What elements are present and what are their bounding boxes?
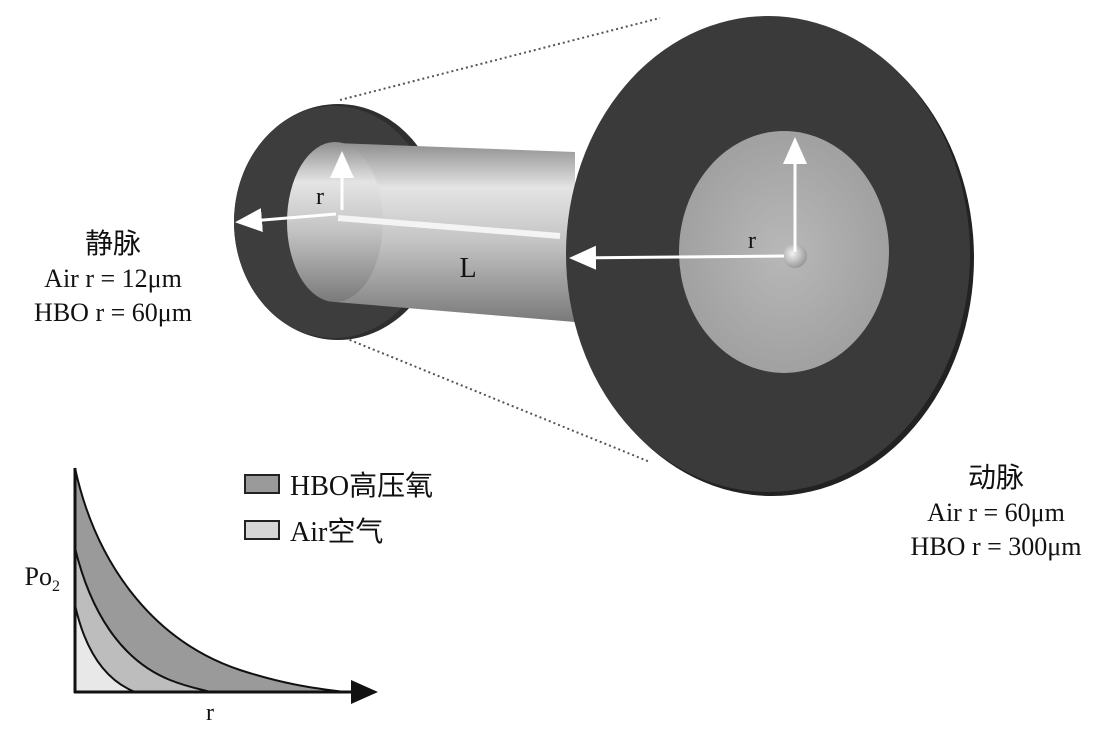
tissue-cylinder <box>335 143 575 322</box>
legend-hbo: HBO高压氧 <box>244 464 433 504</box>
vein-air-radius: Air r = 12μm <box>44 264 182 293</box>
vein-radius-label: r <box>316 184 324 210</box>
po2-graph <box>73 467 378 704</box>
capillary-line <box>337 215 561 239</box>
graph-ylabel-text: Po <box>24 562 52 591</box>
hbo-curve <box>74 467 346 693</box>
air-curve <box>74 604 136 693</box>
length-label: L <box>459 253 477 284</box>
mid-curve <box>74 547 211 693</box>
graph-xlabel: r <box>206 700 214 726</box>
legend-air-label: Air空气 <box>290 517 384 548</box>
air-curve-area <box>75 605 135 692</box>
vein-hbo-radius: HBO r = 60μm <box>34 298 192 327</box>
artery-title: 动脉 <box>967 463 1024 494</box>
cylinder-end-cap <box>287 142 383 302</box>
vein-label-block: 静脉 Air r = 12μm HBO r = 60μm <box>8 228 218 330</box>
artery-label-block: 动脉 Air r = 60μm HBO r = 300μm <box>888 462 1104 564</box>
vein-title: 静脉 <box>84 229 141 260</box>
artery-air-radius: Air r = 60μm <box>927 498 1065 527</box>
artery-radius-label: r <box>748 228 756 254</box>
mid-curve-area <box>75 548 210 692</box>
legend-hbo-swatch <box>244 474 280 494</box>
artery-capillary-dot <box>783 244 807 268</box>
graph-ylabel-sub: 2 <box>52 578 60 596</box>
artery-pointer-arrow <box>569 245 785 270</box>
graph-ylabel: Po2 <box>0 560 60 604</box>
legend-air: Air空气 <box>244 510 383 550</box>
vein-pointer-arrow <box>235 208 337 233</box>
hbo-curve-area <box>75 468 345 692</box>
top-projection-line <box>339 17 661 101</box>
artery-hbo-radius: HBO r = 300μm <box>910 532 1082 561</box>
legend-hbo-label: HBO高压氧 <box>290 471 434 502</box>
krogh-cylinder-diagram <box>73 16 974 704</box>
legend-air-swatch <box>244 520 280 540</box>
